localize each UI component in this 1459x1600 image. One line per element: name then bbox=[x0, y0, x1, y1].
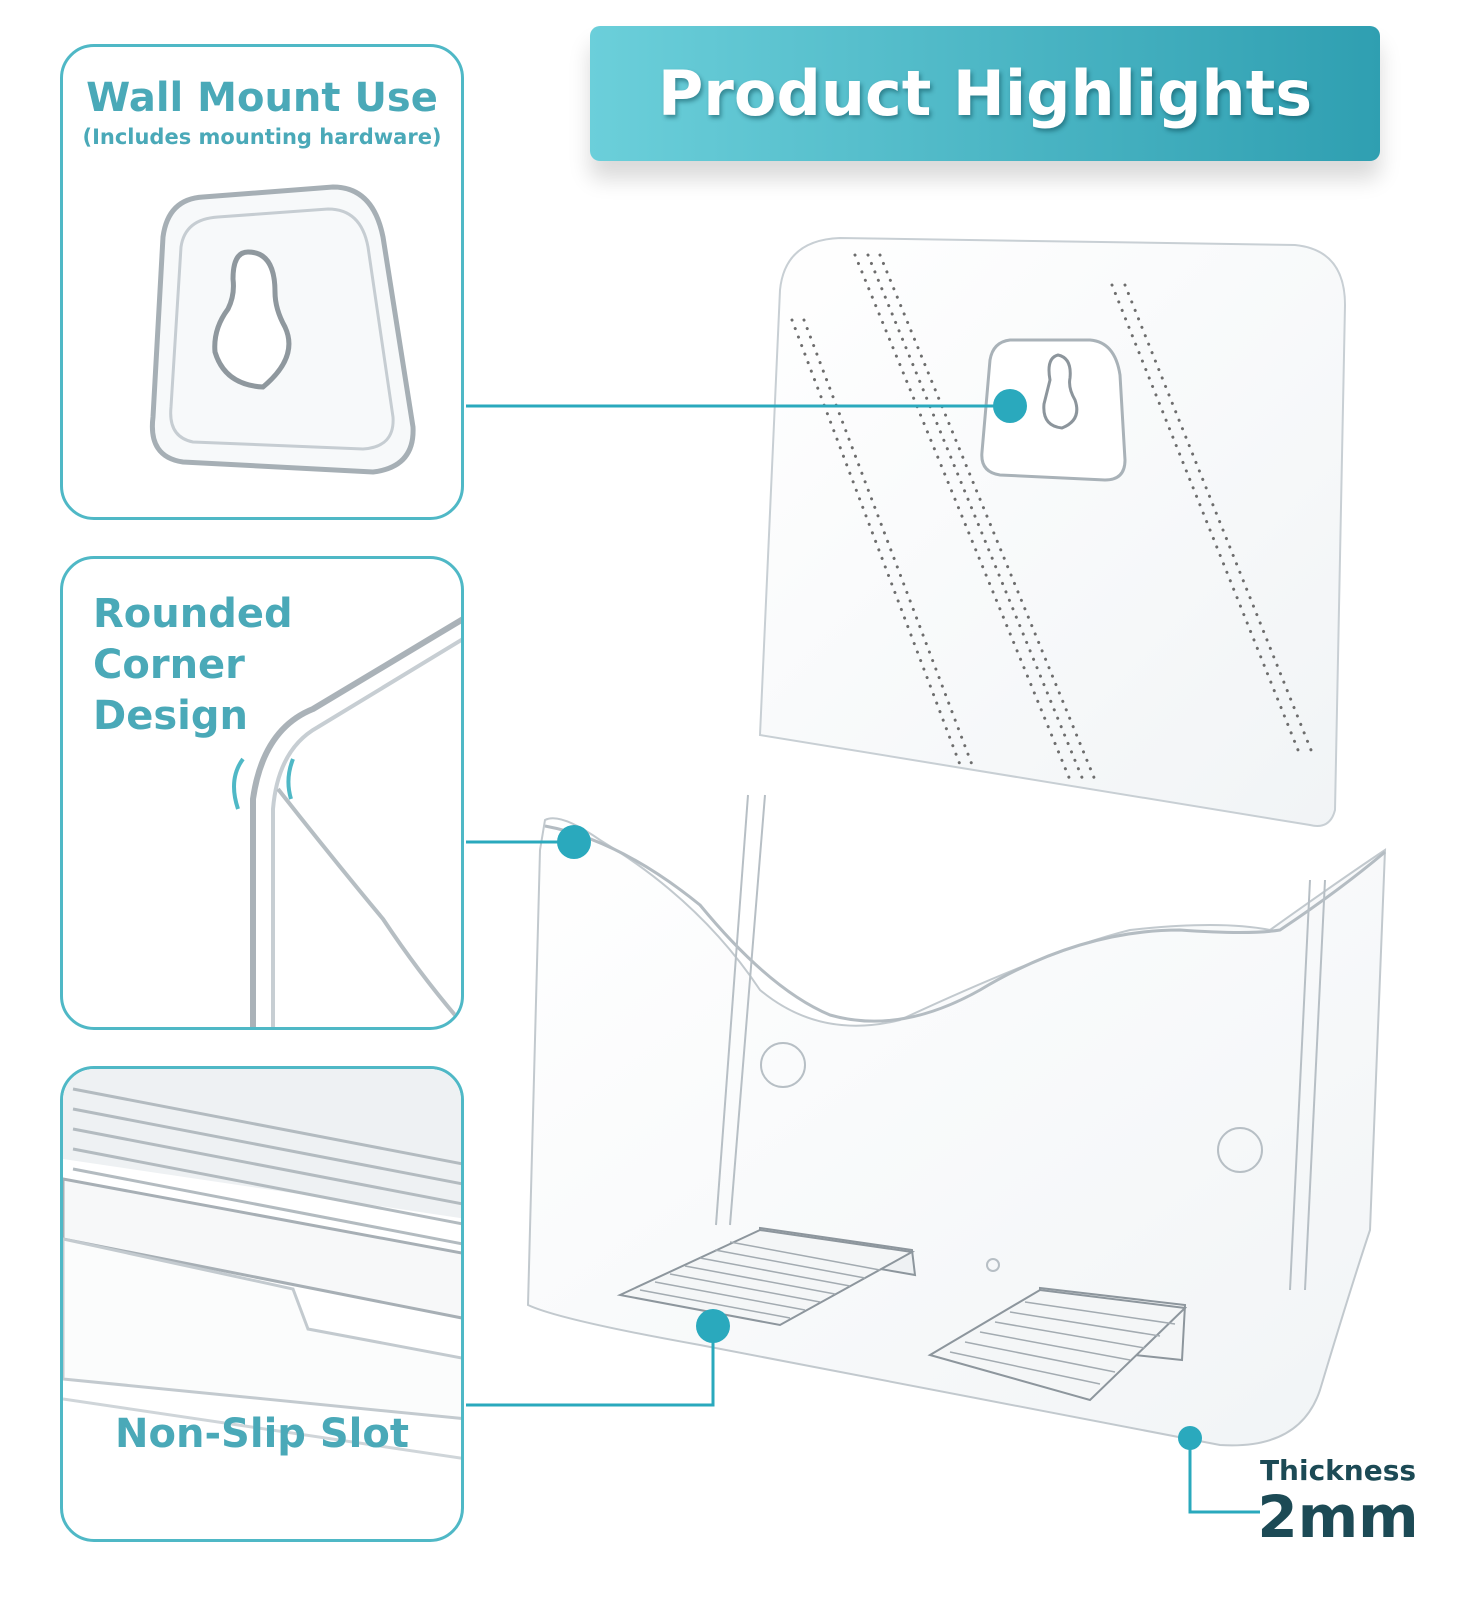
feature-card-rounded-corner: Rounded Corner Design bbox=[60, 556, 464, 1030]
banner-title: Product Highlights bbox=[657, 57, 1313, 130]
non-slip-slot-illustration bbox=[63, 1069, 461, 1460]
thickness-label: Thickness bbox=[1259, 1454, 1417, 1487]
callout-dot-mount bbox=[993, 389, 1027, 423]
dot-pattern bbox=[790, 253, 1313, 782]
non-slip-ridges bbox=[616, 1226, 1188, 1402]
callout-dot-corner bbox=[557, 825, 591, 859]
rounded-corner-illustration bbox=[232, 616, 461, 1027]
feature-title-wall-mount: Wall Mount Use bbox=[86, 75, 438, 121]
feature-title-rounded-corner: Rounded Corner Design bbox=[93, 591, 293, 739]
feature-card-non-slip: Non-Slip Slot bbox=[60, 1066, 464, 1542]
keyhole-hanger-icon bbox=[149, 184, 416, 475]
product-highlights-banner: Product Highlights bbox=[590, 26, 1380, 161]
callout-dot-slot bbox=[696, 1309, 730, 1343]
thickness-value: 2mm bbox=[1257, 1483, 1419, 1551]
mount-hanger bbox=[980, 338, 1127, 482]
feature-subtitle-wall-mount: (Includes mounting hardware) bbox=[82, 125, 442, 149]
feature-card-wall-mount: Wall Mount Use (Includes mounting hardwa… bbox=[60, 44, 464, 520]
thickness-callout: Thickness 2mm bbox=[1248, 1454, 1428, 1547]
feature-title-non-slip: Non-Slip Slot bbox=[115, 1411, 409, 1457]
back-panel bbox=[758, 236, 1347, 827]
callout-dot-thickness bbox=[1178, 1426, 1202, 1450]
